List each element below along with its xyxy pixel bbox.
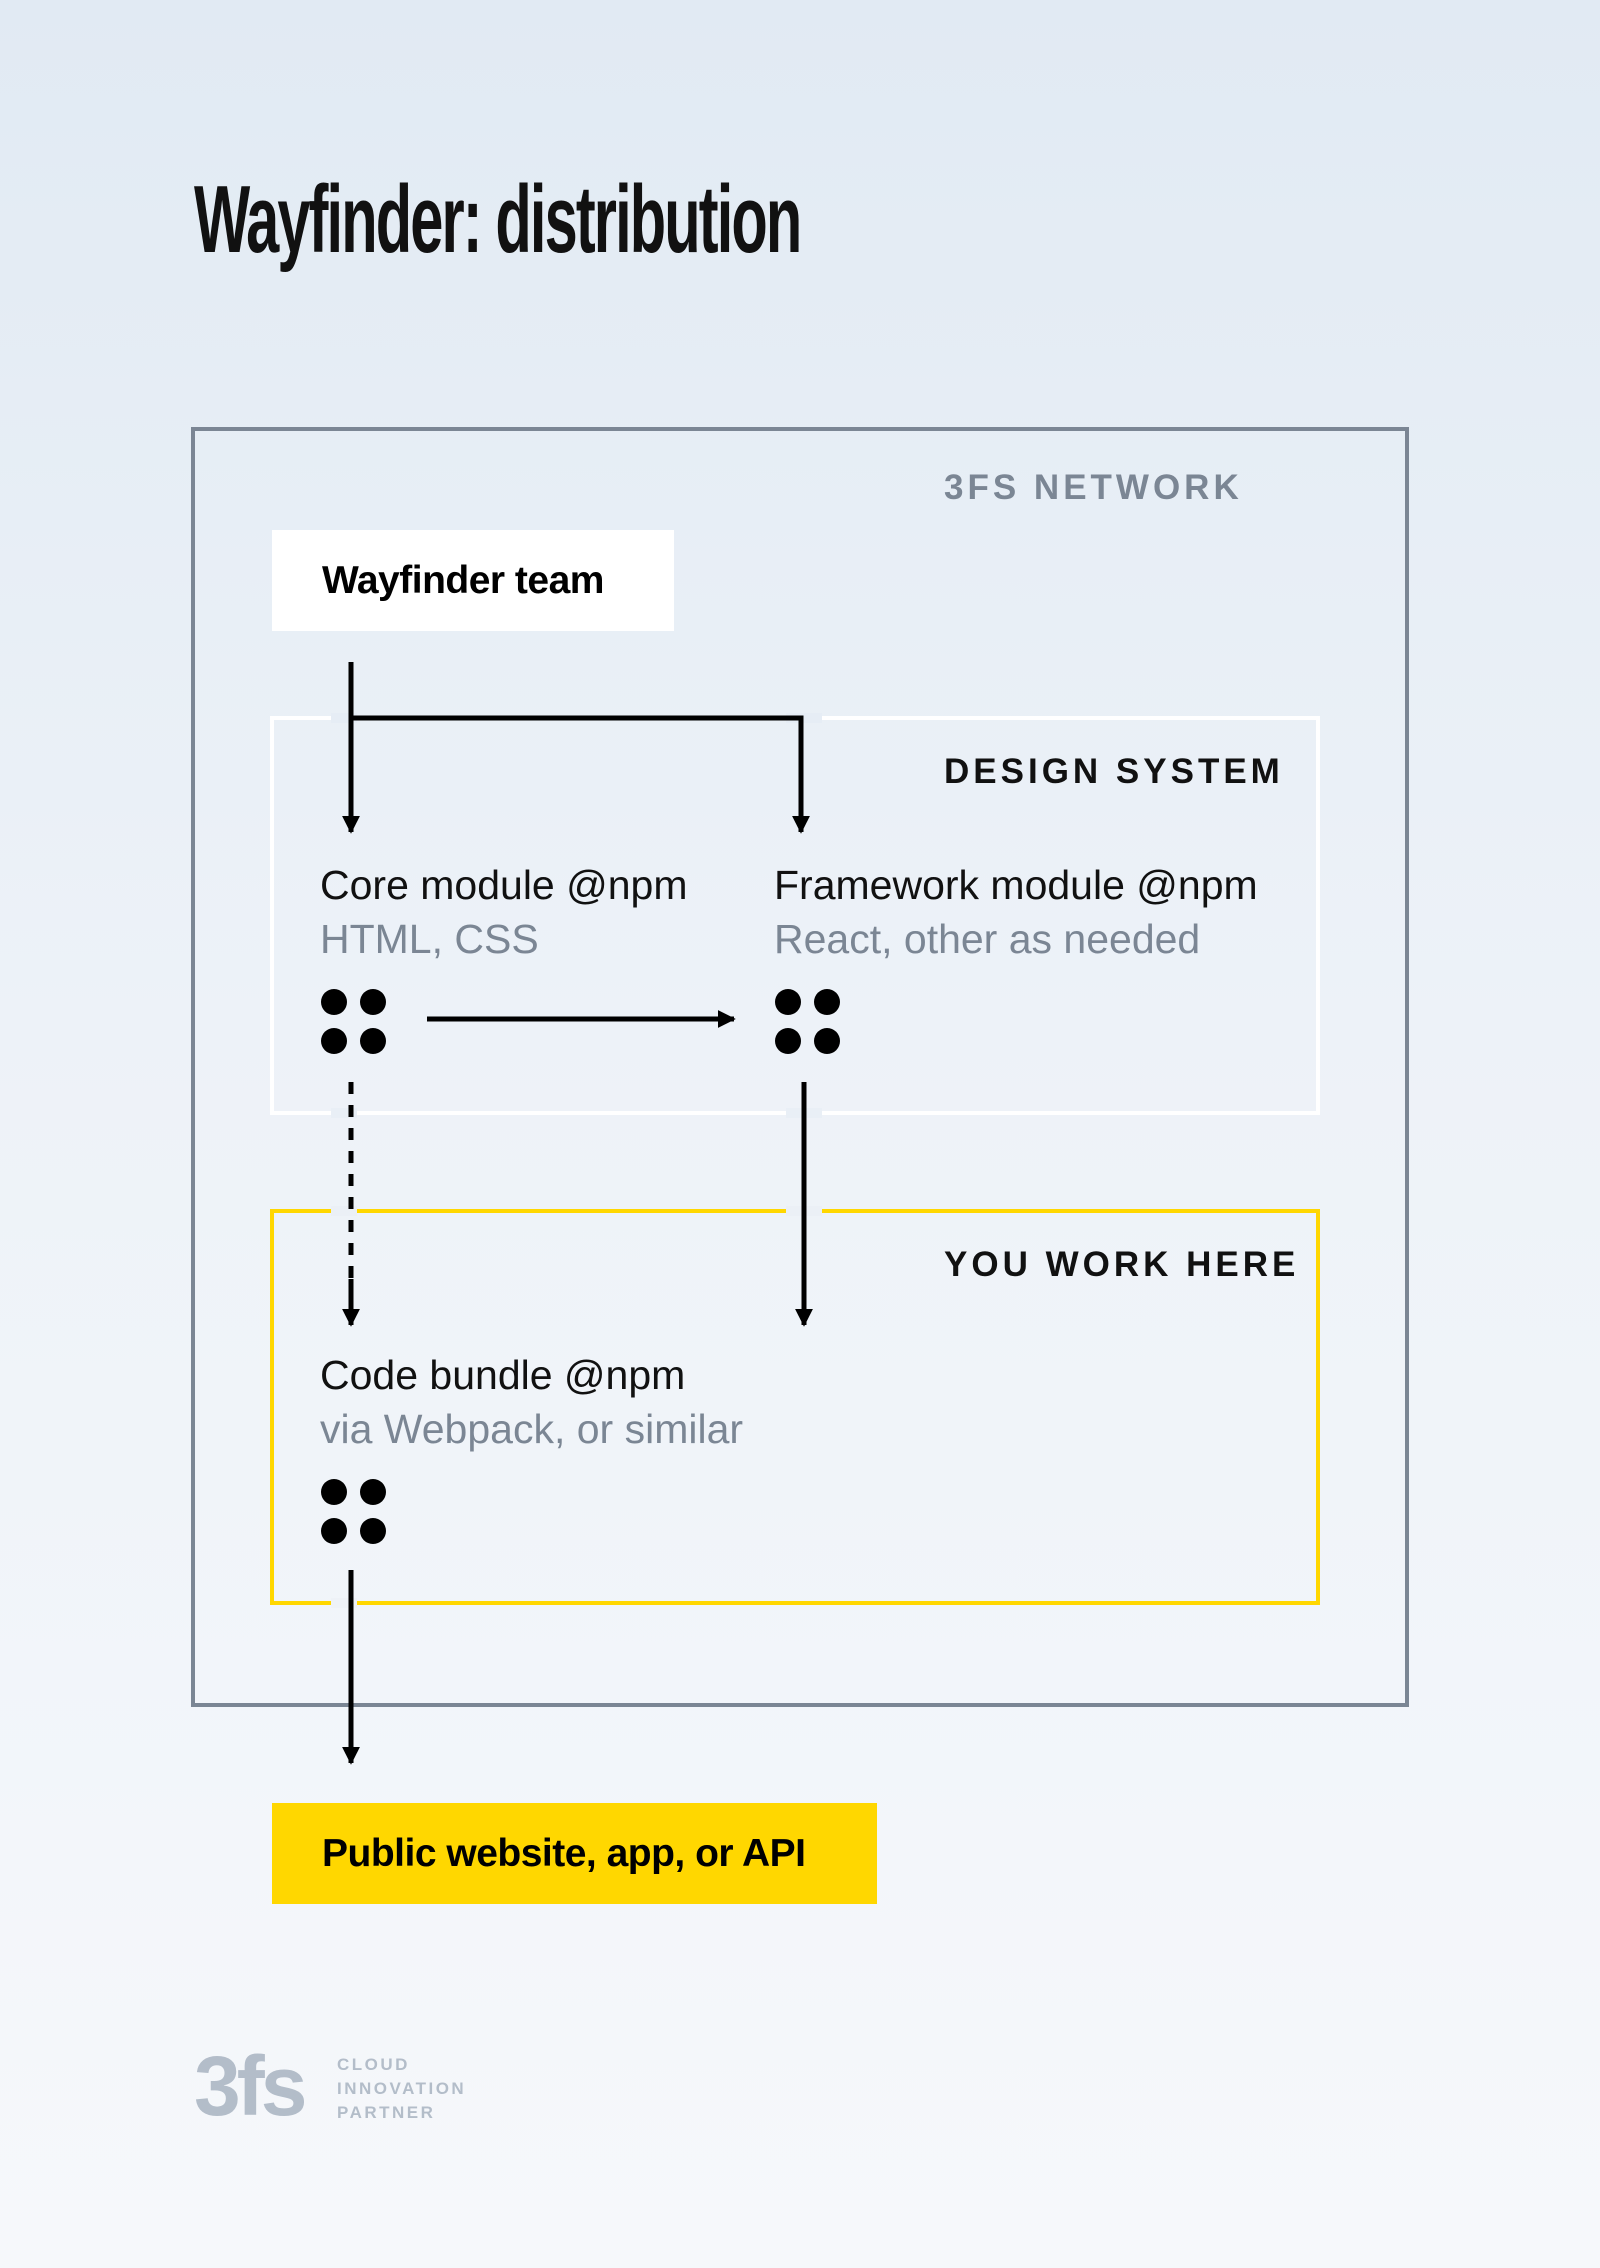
framework-module-name: Framework module @npm	[774, 862, 1258, 908]
tagline-line: INNOVATION	[337, 2079, 467, 2098]
tagline-line: PARTNER	[337, 2103, 436, 2122]
core-module-icon	[321, 989, 386, 1054]
wayfinder-team-box: Wayfinder team	[272, 530, 674, 631]
company-logo: 3fs	[194, 2039, 307, 2133]
border-gap	[331, 1206, 357, 1216]
public-output-box: Public website, app, or API	[272, 1803, 877, 1904]
border-gap	[331, 1598, 357, 1608]
company-tagline: CLOUD INNOVATION PARTNER	[337, 2053, 466, 2125]
code-bundle-icon	[321, 1479, 386, 1544]
page-title: Wayfinder: distribution	[194, 166, 802, 273]
code-bundle-sub: via Webpack, or similar	[320, 1406, 744, 1452]
framework-module-sub: React, other as needed	[774, 916, 1201, 962]
core-module-name: Core module @npm	[320, 862, 688, 908]
code-bundle-name: Code bundle @npm	[320, 1352, 686, 1398]
design-system-label: DESIGN SYSTEM	[944, 752, 1284, 791]
core-module-sub: HTML, CSS	[320, 916, 539, 962]
network-label: 3FS NETWORK	[944, 468, 1243, 507]
arrow-team-to-framework	[351, 715, 810, 834]
border-gap	[331, 1108, 357, 1118]
border-gap	[331, 713, 357, 723]
framework-module-icon	[775, 989, 840, 1054]
wayfinder-team-label: Wayfinder team	[322, 558, 604, 602]
network-boundary	[191, 427, 1409, 1707]
public-output-label: Public website, app, or API	[322, 1831, 806, 1875]
tagline-line: CLOUD	[337, 2055, 410, 2074]
you-work-here-label: YOU WORK HERE	[944, 1245, 1300, 1284]
border-gap	[786, 713, 822, 723]
